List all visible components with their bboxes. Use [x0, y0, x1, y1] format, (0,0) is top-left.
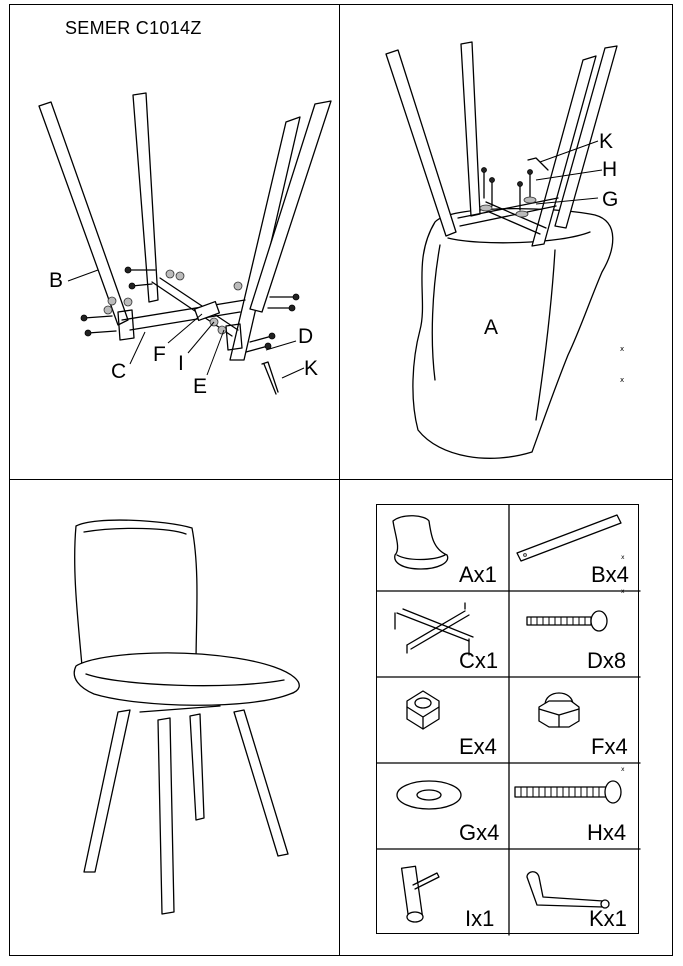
leg-b-left-illustration — [38, 101, 129, 326]
svg-text:x: x — [621, 554, 625, 561]
part-label-h: Hx4 — [587, 820, 626, 845]
label-d: D — [298, 325, 313, 348]
label-e: E — [193, 375, 207, 398]
frame-bar-long — [121, 299, 246, 331]
label-h2: H — [602, 158, 617, 181]
label-k2: K — [599, 130, 613, 153]
part-label-c: Cx1 — [459, 648, 498, 673]
part-label-g: Gx4 — [459, 820, 499, 845]
frame-bar-cross — [151, 277, 239, 337]
panel-divider-vertical — [339, 4, 340, 956]
cross-frame-icon — [394, 602, 474, 656]
step1-leg-assembly-illustration: B C F I E D K — [38, 92, 332, 398]
leg-back-left-illustration — [132, 92, 159, 303]
cap-nut-icon — [538, 692, 580, 728]
seat-shell-a-illustration — [412, 207, 614, 459]
label-k: K — [304, 357, 318, 380]
instruction-sheet-frame — [9, 4, 673, 956]
label-f: F — [153, 343, 166, 366]
part-label-f: Fx4 — [591, 734, 628, 759]
label-i: I — [178, 352, 184, 375]
socket-wrench-icon — [400, 865, 440, 923]
allen-key-step1 — [261, 361, 279, 393]
wooden-leg-icon — [516, 514, 622, 562]
product-title: SEMER C1014Z — [65, 18, 202, 38]
long-bolt-icon — [514, 780, 622, 804]
bolts-left-group — [80, 266, 185, 337]
allen-key-icon — [526, 871, 610, 909]
label-c: C — [111, 360, 126, 383]
part-label-b: Bx4 — [591, 562, 629, 587]
bolt-icon — [526, 610, 608, 632]
label-a2: A — [484, 316, 498, 339]
part-label-e: Ex4 — [459, 734, 497, 759]
leg-back-right-illustration — [249, 100, 332, 313]
svg-text:x: x — [621, 588, 625, 595]
svg-text:x: x — [620, 345, 624, 353]
svg-text:x: x — [621, 766, 625, 773]
part-label-a: Ax1 — [459, 562, 497, 587]
finished-chair-illustration — [73, 519, 300, 915]
part-label-i: Ix1 — [465, 906, 494, 931]
panel-divider-horizontal — [9, 479, 673, 480]
part-label-k: Kx1 — [589, 906, 627, 931]
part-label-d: Dx8 — [587, 648, 626, 673]
leg-front-right-illustration — [229, 116, 301, 361]
washer-icon — [396, 780, 462, 810]
seat-shell-icon — [392, 515, 449, 570]
svg-text:x: x — [620, 376, 624, 384]
hex-nut-icon — [406, 690, 440, 730]
label-g2: G — [602, 188, 618, 211]
step2-seat-attach-illustration: K H G A x x — [385, 41, 624, 459]
parts-list-grid: Ax1 Bx4 Cx1 Dx8 Ex4 Fx4 Gx4 Hx4 Ix1 Kx1 … — [376, 504, 641, 936]
label-b: B — [49, 269, 63, 292]
